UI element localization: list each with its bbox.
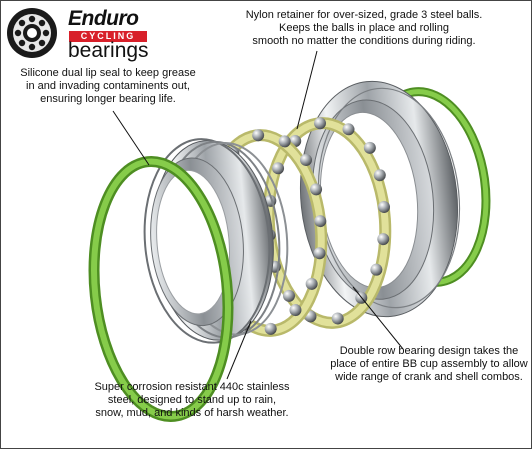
logo-product-word: bearings	[68, 39, 149, 62]
bearing-logo-icon	[7, 8, 57, 58]
leader-stainless	[226, 320, 252, 380]
logo-cycling-band: CYCLING	[69, 31, 147, 42]
leader-seal	[112, 110, 150, 166]
logo-sub-brand: CYCLING	[80, 31, 136, 41]
enduro-bearings-logo: Enduro CYCLING bearings	[5, 4, 165, 64]
callout-leader-lines	[112, 50, 404, 380]
callout-stainless-text: Super corrosion resistant 440c stainless…	[94, 381, 290, 419]
leader-retainer	[296, 50, 318, 130]
leader-double-row	[352, 286, 404, 350]
front-seal-ring	[88, 156, 234, 422]
rear-steel-cup	[299, 80, 461, 318]
callout-retainer-text: Nylon retainer for over-sized, grade 3 s…	[245, 9, 483, 47]
logo-brand-name: Enduro	[68, 7, 139, 30]
